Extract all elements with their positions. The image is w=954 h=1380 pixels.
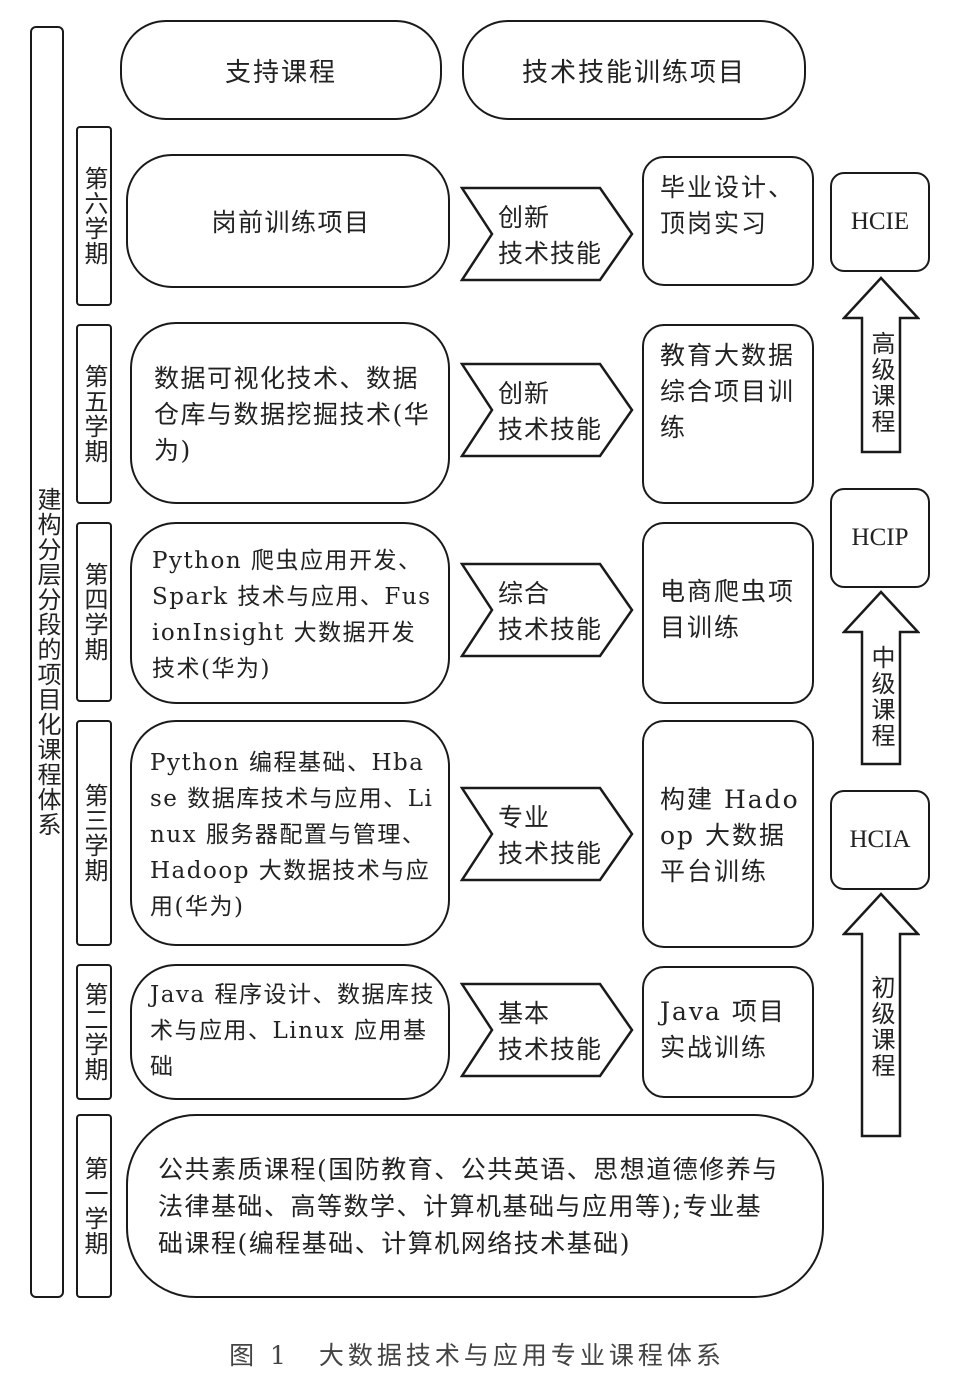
chevron-arrow-icon (460, 982, 634, 1078)
skill-arrow: 创新 技术技能 (460, 362, 636, 458)
semester-label: 第二学期 (76, 964, 112, 1100)
course-box: 岗前训练项目 (126, 154, 450, 288)
chevron-arrow-icon (460, 562, 634, 658)
semester-label: 第六学期 (76, 126, 112, 306)
skill-arrow: 专业 技术技能 (460, 786, 636, 882)
level-label: 初级课程 (867, 975, 895, 1079)
project-box: 毕业设计、顶岗实习 (642, 156, 814, 286)
figure-caption: 图 1 大数据技术与应用专业课程体系 (229, 1341, 725, 1370)
course-box: Python 编程基础、Hbase 数据库技术与应用、Linux 服务器配置与管… (130, 720, 450, 946)
chevron-arrow-icon (460, 786, 634, 882)
semester-label: 第一学期 (76, 1114, 112, 1298)
course-box: 数据可视化技术、数据仓库与数据挖掘技术(华为) (130, 322, 450, 504)
skill-arrow: 综合 技术技能 (460, 562, 636, 658)
system-label: 建构分层分段的项目化课程体系 (30, 26, 64, 1298)
system-label-text: 建构分层分段的项目化课程体系 (33, 487, 61, 837)
course-box: 公共素质课程(国防教育、公共英语、思想道德修养与法律基础、高等数学、计算机基础与… (126, 1114, 824, 1298)
project-box: Java 项目实战训练 (642, 966, 814, 1098)
cert-box: HCIP (830, 488, 930, 588)
header-courses: 支持课程 (120, 20, 442, 120)
cert-box: HCIA (830, 790, 930, 890)
header-projects: 技术技能训练项目 (462, 20, 806, 120)
up-arrow-icon (842, 276, 920, 454)
course-box: Python 爬虫应用开发、Spark 技术与应用、FusionInsight … (130, 522, 450, 704)
cert-box: HCIE (830, 172, 930, 272)
chevron-arrow-icon (460, 186, 634, 282)
semester-label: 第五学期 (76, 324, 112, 504)
project-box: 构建 Hadoop 大数据平台训练 (642, 720, 814, 948)
chevron-arrow-icon (460, 362, 634, 458)
level-label: 高级课程 (867, 331, 895, 435)
skill-arrow: 创新 技术技能 (460, 186, 636, 282)
project-box: 电商爬虫项目训练 (642, 522, 814, 704)
up-arrow-icon (842, 590, 920, 766)
semester-label: 第四学期 (76, 522, 112, 702)
semester-label: 第三学期 (76, 720, 112, 946)
skill-arrow: 基本 技术技能 (460, 982, 636, 1078)
level-label: 中级课程 (867, 645, 895, 749)
project-box: 教育大数据综合项目训练 (642, 324, 814, 504)
course-box: Java 程序设计、数据库技术与应用、Linux 应用基础 (130, 964, 450, 1100)
up-arrow-icon (842, 892, 920, 1138)
